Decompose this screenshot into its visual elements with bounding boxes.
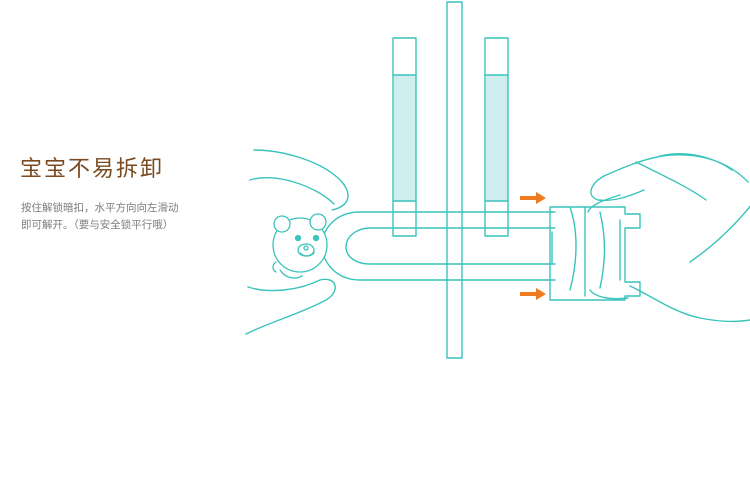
lock-strap [321,211,556,281]
frame-left [392,37,417,237]
arrow-right-icon [520,288,546,300]
frame-right [484,37,509,237]
instruction-line-2: 即可解开。（要与安全锁平行哦） [21,219,174,231]
instruction-line-1: 按住解锁暗扣，水平方向向左滑动 [21,202,179,214]
bear-icon [272,213,328,279]
glass-right [486,75,508,201]
lock-buckle [549,206,641,301]
instruction-text: 按住解锁暗扣，水平方向向左滑动 即可解开。（要与安全锁平行哦） [21,200,221,234]
section-heading: 宝宝不易拆卸 [20,157,165,182]
glass-left [394,75,416,201]
arrow-right-icon [520,192,546,204]
hand-right-icon [587,153,750,323]
center-rail [446,1,463,359]
hand-left-icon [245,149,349,335]
